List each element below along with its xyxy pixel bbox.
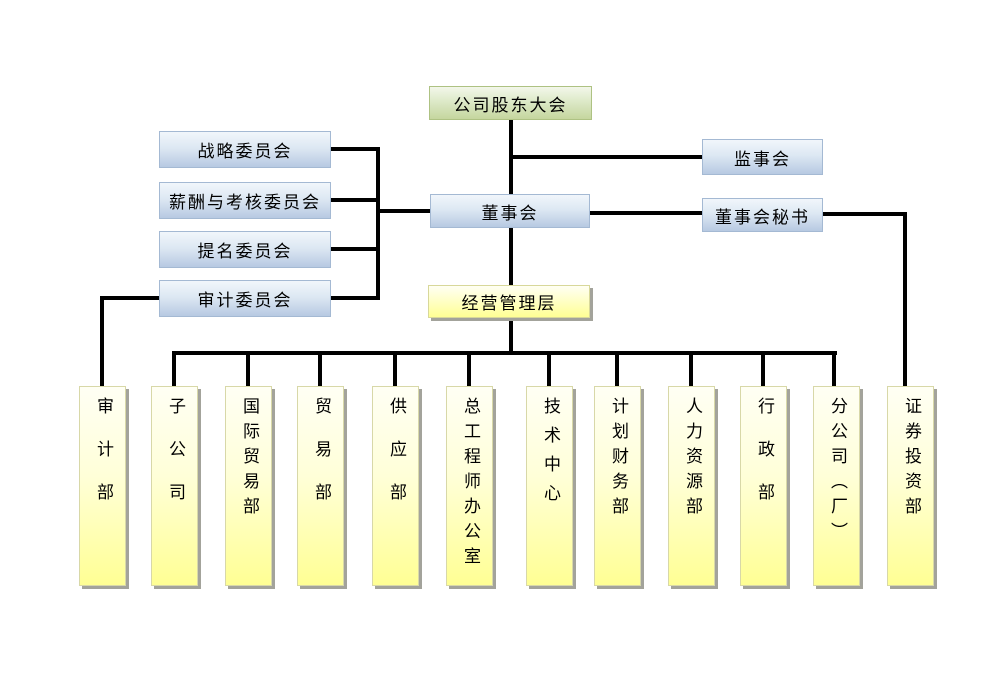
dept-trade: 贸易部 [297,386,344,586]
node-audit-committee: 审计委员会 [159,280,331,317]
dept-audit: 审计部 [79,386,126,586]
connector-drop-admin [761,353,765,386]
node-board-secretary-label: 董事会秘书 [715,207,810,228]
dept-technology-center: 技术中心 [526,386,573,586]
connector-drop-chief-engineer [467,353,471,386]
dept-audit-label: 审计部 [93,397,113,526]
node-management-level: 经营管理层 [428,285,590,318]
dept-supply: 供应部 [372,386,419,586]
node-shareholders-meeting-label: 公司股东大会 [453,95,568,116]
node-supervisory-board-label: 监事会 [734,149,791,170]
connector-board-left [378,209,430,213]
node-strategy-committee-label: 战略委员会 [197,142,293,162]
dept-human-resources: 人力资源部 [668,386,715,586]
connector-audit-dept-h [100,296,159,300]
connector-audit-dept-v [100,296,104,386]
node-supervisory-board: 监事会 [702,139,823,175]
dept-technology-center-label: 技术中心 [540,397,560,513]
dept-international-trade-label: 国际贸易部 [239,397,259,522]
dept-trade-label: 贸易部 [311,397,331,526]
node-audit-committee-label: 审计委员会 [197,291,293,311]
node-strategy-committee: 战略委员会 [159,131,331,168]
connector-nomination-stub [331,247,380,251]
dept-administration: 行政部 [740,386,787,586]
connector-secretary-v [903,212,907,386]
connector-drop-subsidiary [172,353,176,386]
dept-planning-finance-label: 计划财务部 [608,397,628,522]
dept-subsidiary: 子公司 [151,386,198,586]
connector-drop-planning-finance [615,353,619,386]
connector-supervisory [509,155,702,159]
node-nomination-committee-label: 提名委员会 [197,242,293,262]
dept-securities-investment-label: 证券投资部 [901,397,921,522]
connector-drop-intl-trade [246,353,250,386]
dept-chief-engineer-office-label: 总工程师办公室 [460,397,480,572]
connector-audit-stub [331,296,380,300]
dept-international-trade: 国际贸易部 [225,386,272,586]
connector-committee-spine [376,147,380,300]
dept-branch-company: 分公司（厂） [813,386,860,586]
node-remuneration-committee-label: 薪酬与考核委员会 [169,193,321,213]
dept-branch-company-label: 分公司（厂） [827,397,847,547]
dept-administration-label: 行政部 [754,397,774,526]
node-remuneration-committee: 薪酬与考核委员会 [159,182,331,219]
node-board-secretary: 董事会秘书 [702,198,823,232]
connector-department-bus [172,351,837,355]
connector-management-bus [509,318,513,352]
node-management-level-label: 经营管理层 [461,294,557,314]
dept-securities-investment: 证券投资部 [887,386,934,586]
dept-chief-engineer-office: 总工程师办公室 [446,386,493,586]
connector-remuneration-stub [331,198,380,202]
node-shareholders-meeting: 公司股东大会 [429,86,592,120]
connector-drop-trade [318,353,322,386]
connector-drop-tech-center [547,353,551,386]
connector-drop-branch [832,353,836,386]
connector-strategy-stub [331,147,380,151]
dept-supply-label: 供应部 [386,397,406,526]
connector-board-management [509,228,513,285]
dept-planning-finance: 计划财务部 [594,386,641,586]
dept-subsidiary-label: 子公司 [165,397,185,526]
connector-drop-hr [689,353,693,386]
node-nomination-committee: 提名委员会 [159,231,331,268]
connector-drop-supply [393,353,397,386]
dept-human-resources-label: 人力资源部 [682,397,702,522]
node-board-of-directors-label: 董事会 [481,203,539,224]
connector-secretary-h [823,212,907,216]
connector-board-secretary [590,211,702,215]
node-board-of-directors: 董事会 [430,194,590,228]
